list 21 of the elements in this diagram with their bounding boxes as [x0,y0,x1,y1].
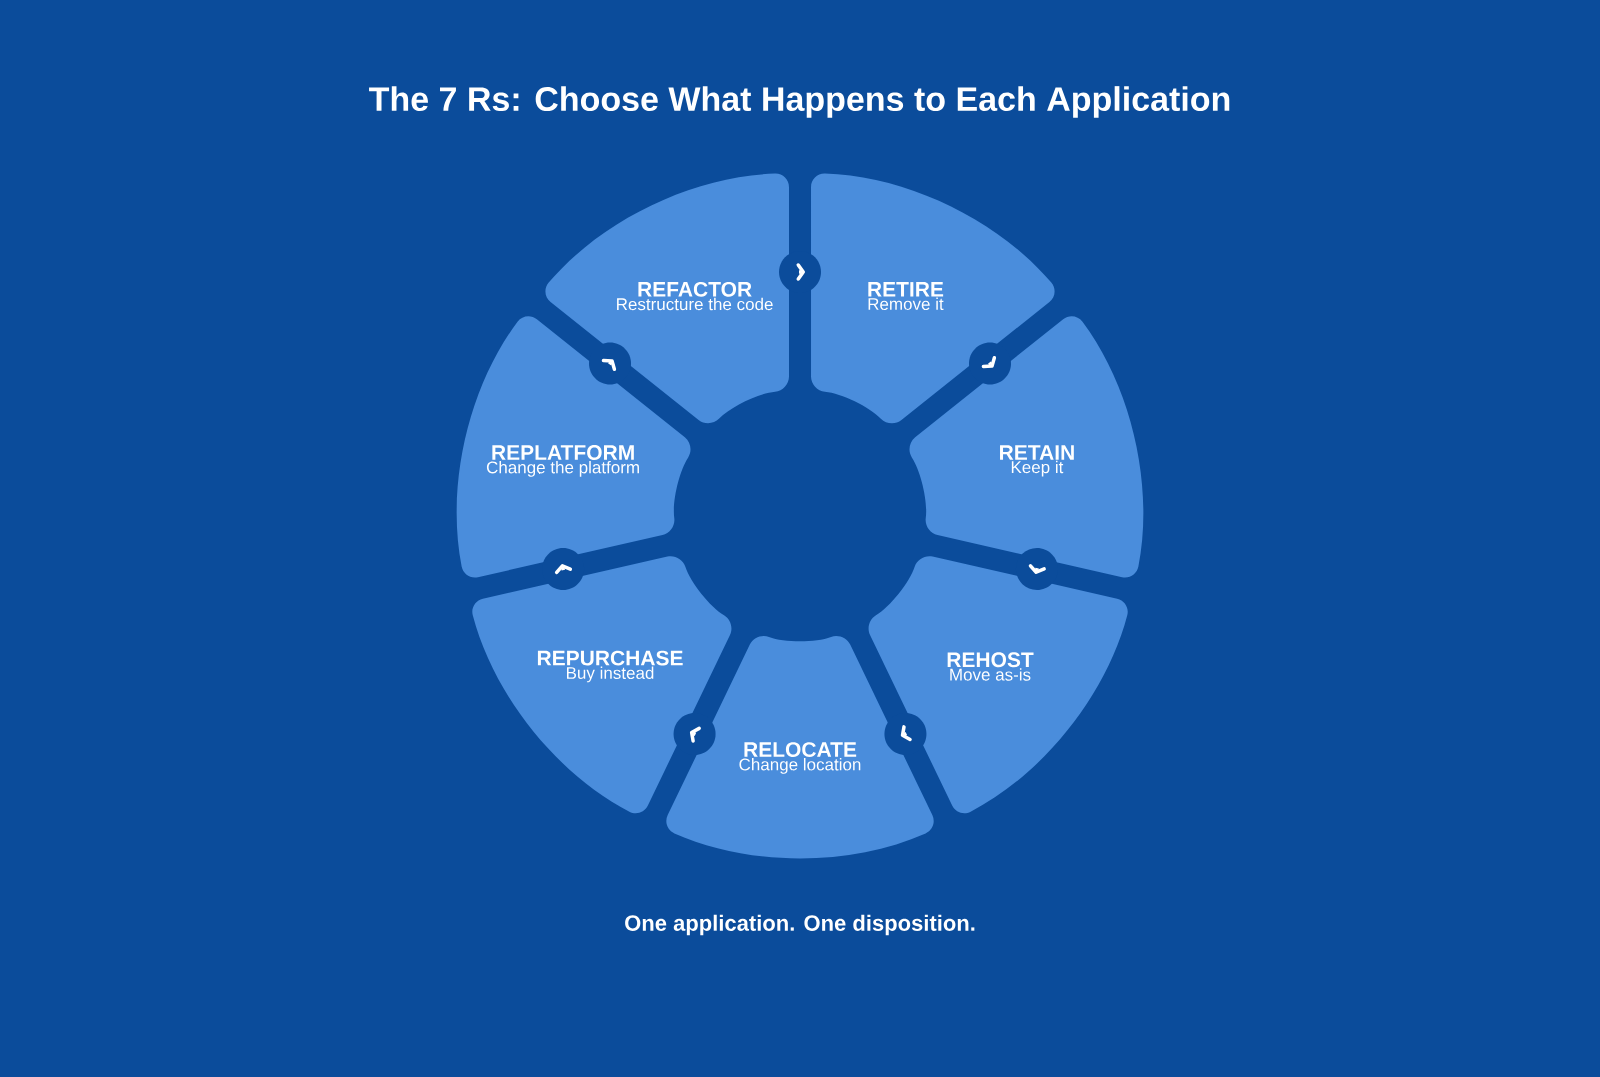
arrow [542,548,585,591]
segment: REPLATFORM Change the platform [456,316,691,578]
node-label: Keep it [1011,460,1064,477]
segment: REHOST Move as-is [868,556,1128,814]
arrow [673,712,716,755]
node-label: Change the platform [486,460,639,477]
segment: RETIRE Remove it [811,173,1055,424]
node-label: Change location [739,758,861,774]
node-label: RETAIN [1000,445,1074,460]
arrow [884,712,927,755]
caption: One application. One disposition. [625,914,975,936]
segment: REPURCHASE Buy instead [472,556,732,814]
segment: REFACTOR Restructure the code [545,173,789,424]
arrow [1015,548,1058,591]
arrow [969,342,1011,385]
node-label: RELOCATE [744,742,857,758]
segment: RETAIN Keep it [909,316,1144,578]
arrow [589,342,631,385]
title: The 7 Rs: Choose What Happens to Each Application [369,86,1230,118]
arrow [779,251,821,293]
node-label: REPLATFORM [492,445,634,460]
